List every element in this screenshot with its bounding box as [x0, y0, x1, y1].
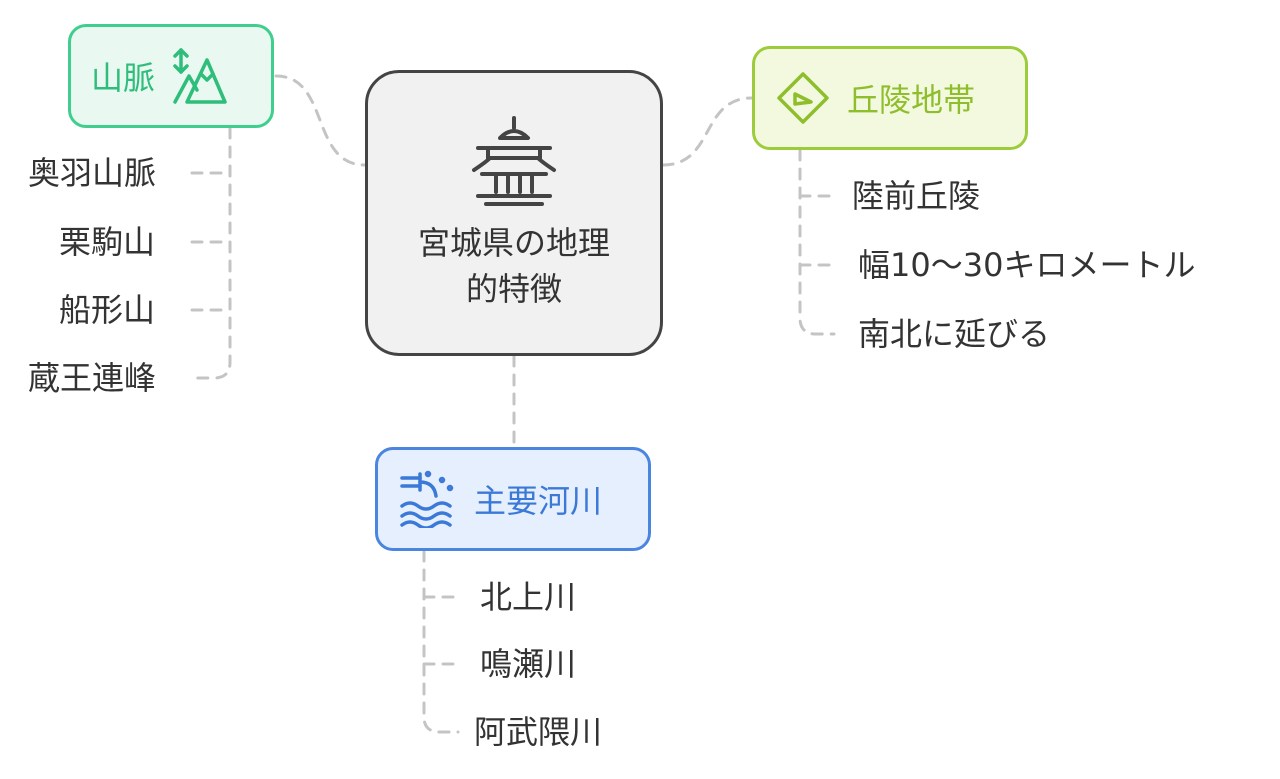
hill-icon — [777, 72, 829, 124]
branch-rivers-label: 主要河川 — [474, 482, 603, 520]
connector-center-mountain — [274, 74, 367, 167]
rivers-item-2: 鳴瀬川 — [480, 645, 577, 683]
connector-rivers-trunk — [422, 549, 460, 734]
mountain-item-3: 船形山 — [59, 291, 156, 329]
connector-center-hills — [661, 96, 754, 167]
mountain-item-2: 栗駒山 — [59, 223, 156, 261]
connector-mountain-trunk — [190, 126, 232, 380]
hills-item-1: 陸前丘陵 — [852, 177, 981, 215]
connector-hills-trunk — [798, 148, 836, 336]
branch-hills: 丘陵地帯 — [752, 46, 1028, 150]
branch-mountain-label: 山脈 — [91, 59, 156, 97]
hills-item-3: 南北に延びる — [858, 315, 1051, 353]
castle-icon — [472, 116, 556, 206]
rivers-item-1: 北上川 — [480, 578, 577, 616]
center-node: 宮城県の地理的特徴 — [365, 70, 663, 356]
rivers-item-3: 阿武隈川 — [474, 713, 603, 751]
river-icon — [400, 470, 454, 528]
branch-mountain: 山脈 — [68, 24, 274, 128]
mountain-item-1: 奥羽山脈 — [28, 154, 157, 192]
branch-hills-label: 丘陵地帯 — [847, 81, 976, 119]
center-title: 宮城県の地理的特徴 — [417, 224, 610, 308]
mountain-icon — [173, 48, 227, 104]
branch-rivers: 主要河川 — [375, 447, 651, 551]
hills-item-2: 幅10〜30キロメートル — [858, 246, 1196, 284]
mountain-item-4: 蔵王連峰 — [28, 359, 157, 397]
